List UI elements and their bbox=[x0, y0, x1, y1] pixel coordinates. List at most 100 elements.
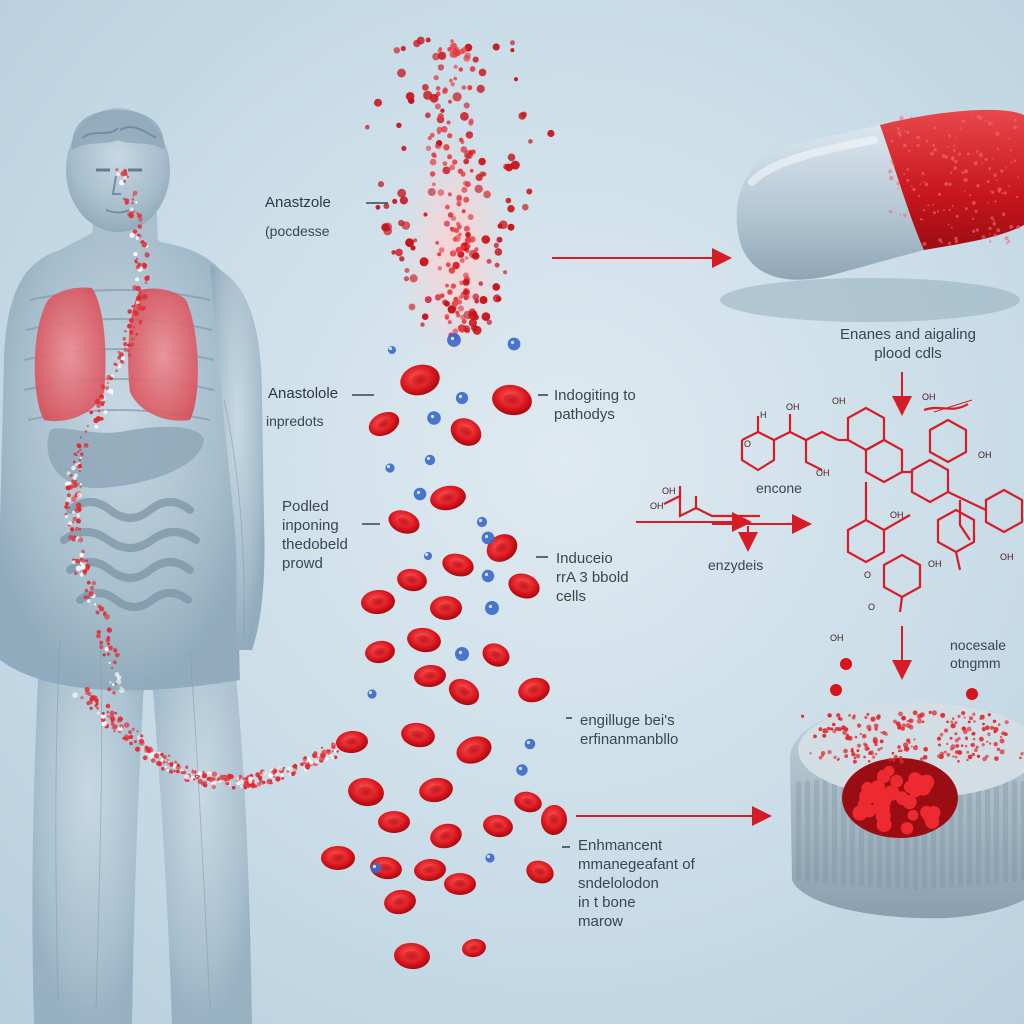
trail-particle bbox=[272, 768, 278, 774]
trail-particle bbox=[273, 775, 276, 778]
particle bbox=[479, 171, 485, 177]
red-blood-cell bbox=[448, 678, 480, 706]
trail-particle bbox=[112, 690, 116, 695]
trail-particle bbox=[79, 552, 84, 558]
red-blood-cell bbox=[321, 846, 355, 870]
trail-particle bbox=[119, 726, 122, 728]
capsule-texture bbox=[888, 114, 1021, 247]
svg-text:OH: OH bbox=[922, 392, 936, 402]
particle bbox=[513, 77, 519, 82]
red-blood-cell bbox=[518, 677, 550, 703]
particle bbox=[442, 161, 448, 167]
blue-molecule bbox=[388, 346, 396, 354]
particle bbox=[456, 196, 463, 203]
svg-text:OH: OH bbox=[832, 396, 846, 406]
particle bbox=[464, 294, 470, 300]
particle bbox=[422, 84, 429, 91]
trail-particle bbox=[104, 647, 109, 652]
red-blood-cell bbox=[401, 722, 435, 748]
trail-particle bbox=[123, 734, 129, 740]
trail-particle bbox=[129, 215, 133, 219]
trail-particle bbox=[126, 175, 130, 178]
trail-particle bbox=[316, 756, 319, 759]
trail-particle bbox=[136, 212, 139, 215]
trail-particle bbox=[70, 527, 75, 532]
particle bbox=[462, 180, 469, 186]
blue-molecule bbox=[481, 569, 495, 583]
trail-particle bbox=[122, 197, 126, 201]
trail-particle bbox=[193, 778, 196, 781]
trail-particle bbox=[290, 771, 296, 777]
particle bbox=[410, 245, 416, 251]
red-blood-cell bbox=[365, 640, 395, 664]
label-indogiting: Indogiting to pathodys bbox=[554, 387, 636, 423]
trail-particle bbox=[109, 710, 115, 716]
trail-particle bbox=[132, 304, 136, 308]
particle bbox=[449, 164, 456, 171]
red-blood-cell bbox=[348, 777, 384, 807]
trail-particle bbox=[79, 557, 83, 561]
trail-particle bbox=[111, 666, 114, 670]
particle bbox=[452, 328, 459, 335]
trail-particle bbox=[115, 369, 118, 373]
blue-molecule bbox=[447, 333, 461, 347]
svg-text:OH: OH bbox=[830, 633, 844, 643]
particle bbox=[425, 112, 431, 119]
particle bbox=[413, 39, 421, 48]
particle bbox=[494, 248, 503, 256]
particle bbox=[401, 145, 407, 151]
trail-particle bbox=[86, 700, 91, 706]
trail-particle bbox=[106, 381, 109, 384]
particle bbox=[469, 168, 474, 173]
particle bbox=[460, 140, 465, 145]
particle bbox=[465, 248, 470, 253]
red-blood-cell bbox=[526, 860, 554, 884]
trail-particle bbox=[135, 201, 138, 204]
trail-particle bbox=[105, 386, 110, 391]
bloodstream-trail bbox=[64, 168, 342, 790]
particle bbox=[447, 46, 453, 52]
trail-particle bbox=[123, 175, 127, 180]
particle bbox=[400, 45, 406, 52]
trail-particle bbox=[131, 727, 135, 731]
particle bbox=[442, 166, 451, 175]
trail-particle bbox=[75, 453, 78, 457]
trail-particle bbox=[197, 775, 201, 778]
blue-molecule bbox=[481, 531, 495, 545]
trail-particle bbox=[121, 356, 126, 361]
trail-particle bbox=[102, 387, 106, 390]
trail-particle bbox=[113, 649, 117, 653]
trail-particle bbox=[66, 497, 72, 503]
trail-particle bbox=[238, 774, 243, 779]
particle bbox=[427, 188, 436, 196]
trail-particle bbox=[78, 458, 82, 462]
trail-particle bbox=[131, 337, 134, 341]
trail-particle bbox=[229, 774, 234, 779]
label-necesalo-block: nocesale otngmm bbox=[950, 637, 1007, 671]
trail-particle bbox=[79, 448, 82, 451]
particle bbox=[479, 296, 488, 304]
trail-particle bbox=[239, 784, 243, 788]
particle bbox=[448, 267, 456, 274]
trail-particle bbox=[275, 776, 281, 782]
human-body-figure bbox=[0, 108, 265, 1024]
trail-particle bbox=[106, 710, 110, 714]
left-lung bbox=[34, 287, 106, 422]
trail-particle bbox=[77, 463, 83, 469]
trail-particle bbox=[333, 755, 338, 760]
particle bbox=[449, 250, 457, 257]
trail-particle bbox=[216, 777, 220, 782]
trail-particle bbox=[259, 779, 264, 784]
label-enhancement-block: Enhmancent mmanegeafant of sndelolodon i… bbox=[578, 837, 695, 930]
blue-molecule bbox=[485, 601, 499, 615]
particle bbox=[450, 42, 457, 50]
trail-particle bbox=[129, 734, 134, 740]
red-blood-cell bbox=[361, 589, 395, 615]
svg-text:OH: OH bbox=[1000, 552, 1014, 562]
particle bbox=[465, 231, 471, 238]
particle bbox=[460, 112, 469, 121]
trail-particle bbox=[132, 326, 135, 329]
trail-particle bbox=[129, 741, 133, 746]
trail-particle bbox=[77, 537, 84, 543]
trail-particle bbox=[109, 389, 114, 394]
